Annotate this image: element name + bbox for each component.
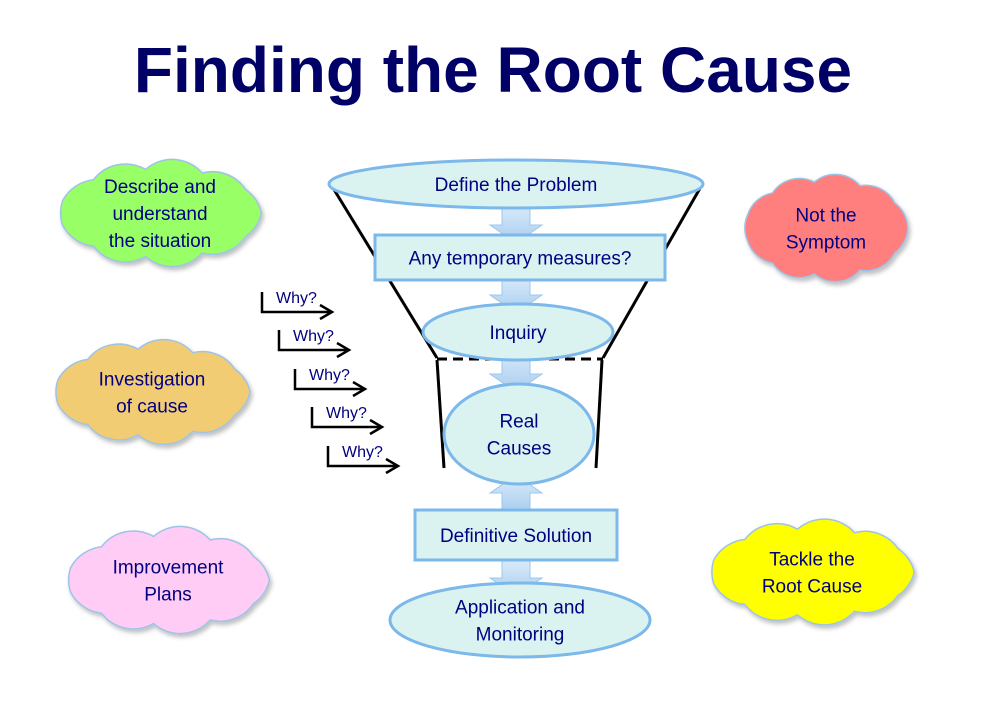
cloud-label: Plans	[144, 585, 192, 606]
step-ellipse	[421, 302, 615, 362]
arrowhead-icon	[352, 380, 368, 398]
cloud-label: Investigation	[99, 370, 206, 391]
elbow-arrow-line	[293, 369, 363, 391]
arrowhead-icon	[336, 341, 352, 359]
elbow-arrow-line	[326, 446, 396, 468]
step-temporary: Any temporary measures?	[373, 233, 667, 282]
step-define: Define the Problem	[327, 158, 705, 210]
step-label: Any temporary measures?	[409, 249, 632, 270]
why-steps: Why? Why? Why? Why? Why?	[260, 290, 401, 475]
step-label: Real	[499, 412, 538, 433]
cloud-shape	[67, 525, 271, 635]
cloud-label: Tackle the	[769, 550, 855, 571]
cloud-label: the situation	[109, 231, 211, 252]
step-label: Define the Problem	[435, 175, 598, 196]
cloud-shape	[59, 158, 263, 268]
why-step: Why?	[277, 328, 352, 359]
elbow-arrow-line	[310, 407, 380, 429]
step-ellipse	[442, 382, 596, 486]
step-ellipse	[388, 581, 652, 659]
cloud-label: Describe and	[104, 177, 216, 198]
step-label: Definitive Solution	[440, 526, 592, 547]
why-label: Why?	[309, 367, 350, 384]
why-label: Why?	[326, 405, 367, 422]
why-step: Why?	[310, 405, 385, 436]
why-label: Why?	[293, 328, 334, 345]
step-label: Inquiry	[489, 323, 547, 344]
cloud-label: Root Cause	[762, 577, 862, 598]
cloud-describe: Describe and understand the situation	[59, 158, 263, 268]
arrowhead-icon	[369, 418, 385, 436]
step-label: Causes	[487, 439, 551, 460]
step-label: Application and	[455, 598, 585, 619]
cloud-label: Not the	[795, 206, 856, 227]
why-step: Why?	[293, 367, 368, 398]
arrowhead-icon	[319, 303, 335, 321]
cloud-shape	[744, 173, 909, 283]
arrowhead-icon	[385, 457, 401, 475]
step-definitive: Definitive Solution	[413, 508, 619, 562]
funnel-left-stem-line	[435, 359, 446, 469]
cloud-investigation: Investigation of cause	[55, 338, 251, 446]
funnel-right-stem-line	[594, 359, 604, 469]
elbow-arrow-line	[277, 330, 347, 352]
why-step: Why?	[260, 290, 335, 321]
cloud-label: of cause	[116, 397, 188, 418]
page-title: Finding the Root Cause	[133, 34, 853, 106]
why-label: Why?	[342, 444, 383, 461]
cloud-shape	[711, 518, 916, 626]
why-label: Why?	[276, 290, 317, 307]
cloud-shape	[55, 338, 251, 446]
step-label: Monitoring	[476, 625, 565, 646]
step-box	[413, 508, 619, 562]
why-step: Why?	[326, 444, 401, 475]
elbow-arrow-line	[260, 292, 330, 314]
cloud-label: Improvement	[113, 558, 225, 579]
step-box	[373, 233, 667, 282]
cloud-label: understand	[112, 204, 207, 225]
step-ellipse	[327, 158, 705, 210]
cloud-label: Symptom	[786, 233, 866, 254]
step-inquiry: Inquiry	[421, 302, 615, 362]
